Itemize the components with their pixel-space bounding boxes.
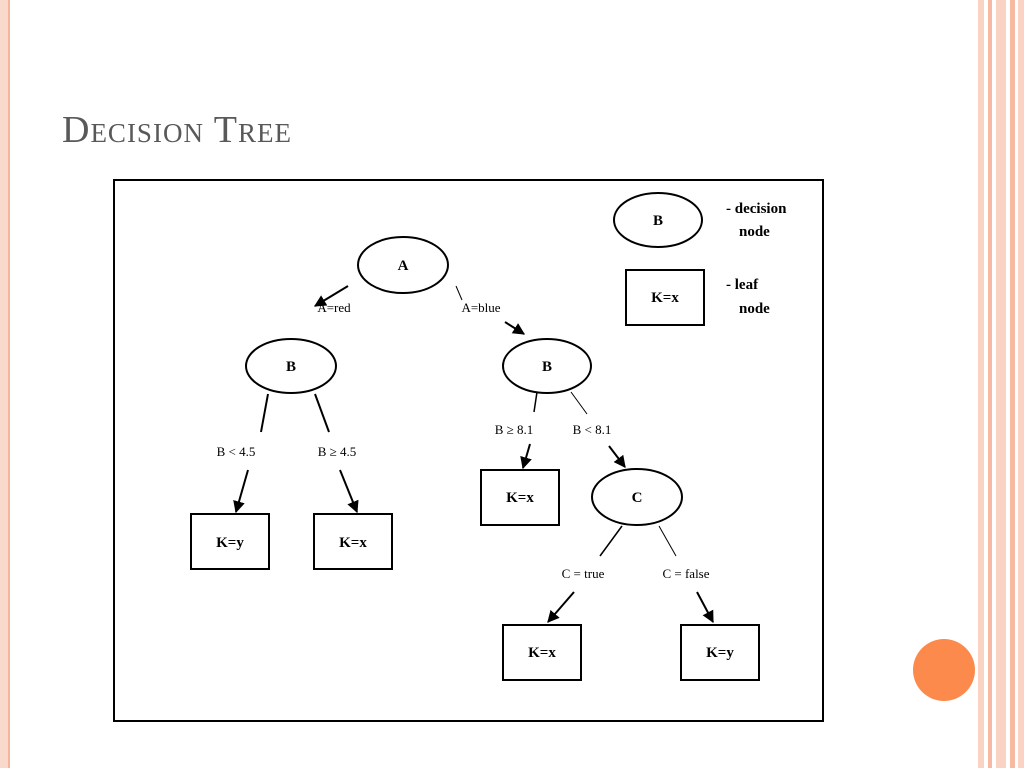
legend-leaf-symbol-label: K=x [651, 290, 679, 306]
edge-a-to-b-right-start [455, 285, 463, 301]
leaf-node-kx-middle-label: K=x [506, 490, 534, 506]
right-stripe-1 [978, 0, 984, 768]
edge-b-right-to-c [608, 445, 626, 468]
legend-decision-symbol-label: B [653, 213, 663, 229]
decision-node-c: C [591, 468, 683, 526]
leaf-node-kx-middle: K=x [480, 469, 560, 526]
edge-b-left-ge-start [314, 393, 330, 433]
decision-node-b-right-label: B [542, 359, 552, 375]
edge-label-b-lt-4-5: B < 4.5 [217, 444, 256, 459]
edge-label-c-true: C = true [562, 566, 605, 581]
edge-a-to-b-right [504, 321, 526, 335]
slide-title: Decision Tree [62, 109, 292, 151]
legend-leaf-line1: - leaf [726, 277, 759, 293]
decision-tree-diagram: A=red A=blue B < 4.5 B ≥ 4.5 B ≥ 8.1 B <… [113, 179, 824, 722]
edge-label-b-ge-4-5: B ≥ 4.5 [318, 444, 357, 459]
leaf-node-ky-bottom-label: K=y [706, 645, 734, 661]
edge-label-b-ge-8-1: B ≥ 8.1 [495, 422, 534, 437]
legend: B - decision node K=x - leaf node [613, 192, 787, 326]
decision-node-b-left: B [245, 338, 337, 394]
legend-leaf-symbol [625, 269, 705, 326]
edge-label-a-red: A=red [317, 300, 351, 315]
left-border-decoration [0, 0, 8, 768]
leaf-node-kx-left-label: K=x [339, 535, 367, 551]
edge-a-to-b-left [313, 285, 349, 307]
leaf-node-ky-bottom: K=y [680, 624, 760, 681]
edge-label-b-lt-8-1: B < 8.1 [573, 422, 612, 437]
edge-label-c-false: C = false [662, 566, 709, 581]
edge-b-right-to-kx [520, 443, 532, 470]
leaf-node-kx-left: K=x [313, 513, 393, 570]
right-stripe-3 [996, 0, 1006, 768]
leaf-node-ky-left-label: K=y [216, 535, 244, 551]
edge-b-left-lt-start [260, 393, 269, 433]
decision-node-a: A [357, 236, 449, 294]
legend-decision-line1: - decision [726, 201, 787, 217]
edge-c-true-start [599, 525, 623, 557]
edge-b-right-ge-start [533, 391, 538, 413]
right-stripe-4 [1010, 0, 1015, 768]
edge-b-right-lt-start [570, 391, 588, 415]
legend-decision-symbol [613, 192, 703, 248]
left-border-line [8, 0, 10, 768]
decision-node-b-right: B [502, 338, 592, 394]
right-stripe-5 [1018, 0, 1024, 768]
leaf-node-kx-bottom-label: K=x [528, 645, 556, 661]
edge-label-a-blue: A=blue [461, 300, 500, 315]
decision-node-a-label: A [398, 258, 409, 274]
edge-c-false-start [658, 525, 677, 557]
leaf-node-kx-bottom: K=x [502, 624, 582, 681]
edge-b-left-to-kx [339, 469, 359, 514]
leaf-node-ky-left: K=y [190, 513, 270, 570]
legend-decision-line2: node [739, 224, 770, 240]
legend-leaf-line2: node [739, 301, 770, 317]
edge-c-to-ky [696, 591, 714, 624]
right-stripe-2 [988, 0, 992, 768]
decision-tree-svg: A=red A=blue B < 4.5 B ≥ 4.5 B ≥ 8.1 B <… [190, 192, 787, 681]
orange-accent-circle [913, 639, 975, 701]
edge-c-to-kx [547, 591, 575, 623]
decision-node-c-label: C [632, 490, 643, 506]
edge-b-left-to-ky [233, 469, 249, 514]
decision-node-b-left-label: B [286, 359, 296, 375]
